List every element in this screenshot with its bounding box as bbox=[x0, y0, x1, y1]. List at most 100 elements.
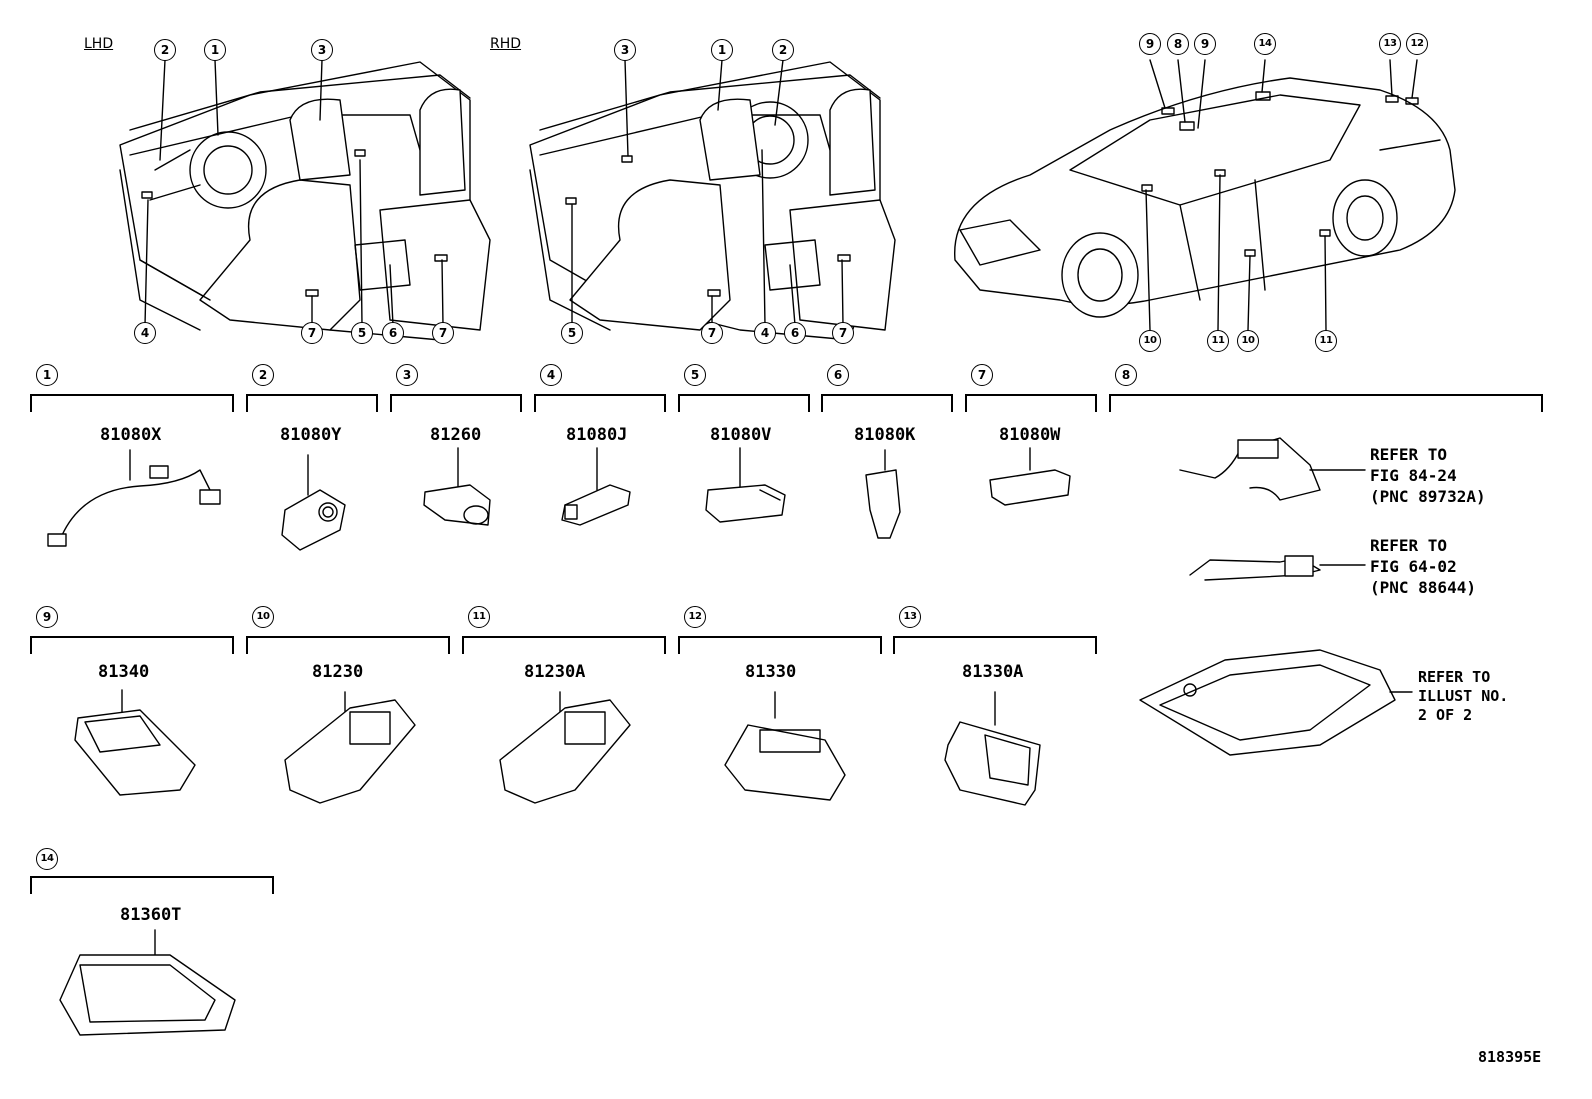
part-number[interactable]: 81080Y bbox=[280, 425, 342, 445]
part-number[interactable]: 81340 bbox=[98, 662, 150, 682]
section-number: 4 bbox=[540, 364, 562, 386]
section-number: 10 bbox=[252, 606, 274, 628]
callout-car[interactable]: 8 bbox=[1167, 33, 1189, 55]
ref-line: FIG 84-24 bbox=[1370, 466, 1457, 485]
section-number: 13 bbox=[899, 606, 921, 628]
callout-lhd[interactable]: 3 bbox=[311, 39, 333, 61]
callout-car[interactable]: 9 bbox=[1139, 33, 1161, 55]
part-81360T-drawing bbox=[59, 929, 236, 1036]
ref-line: REFER TO bbox=[1418, 668, 1491, 686]
callout-rhd[interactable]: 4 bbox=[754, 322, 776, 344]
section-bracket bbox=[30, 876, 274, 894]
part-number[interactable]: 81080J bbox=[566, 425, 628, 445]
section-bracket bbox=[390, 394, 522, 412]
callout-car[interactable]: 11 bbox=[1207, 330, 1229, 352]
part-81080J-drawing bbox=[561, 447, 631, 526]
part-number[interactable]: 81330A bbox=[962, 662, 1024, 682]
ref-line: (PNC 89732A) bbox=[1370, 487, 1486, 506]
callout-lhd[interactable]: 7 bbox=[432, 322, 454, 344]
section-bracket bbox=[30, 394, 234, 412]
section-bracket bbox=[246, 394, 378, 412]
part-number[interactable]: 81230 bbox=[312, 662, 364, 682]
ref-line: ILLUST NO. bbox=[1418, 687, 1509, 705]
callout-rhd[interactable]: 7 bbox=[701, 322, 723, 344]
part-number[interactable]: 81080V bbox=[710, 425, 772, 445]
part-81080K-drawing bbox=[865, 449, 901, 539]
lhd-interior-drawing bbox=[119, 61, 491, 341]
ref-line: REFER TO bbox=[1370, 536, 1448, 555]
callout-car[interactable]: 12 bbox=[1406, 33, 1428, 55]
ref-line: FIG 64-02 bbox=[1370, 557, 1457, 576]
callout-lhd[interactable]: 4 bbox=[134, 322, 156, 344]
reference-note[interactable]: REFER TO FIG 64-02 (PNC 88644) bbox=[1370, 535, 1476, 598]
part-8-drawings bbox=[1139, 437, 1413, 756]
section-number: 2 bbox=[252, 364, 274, 386]
part-81230A-drawing bbox=[499, 691, 631, 804]
callout-lhd[interactable]: 1 bbox=[204, 39, 226, 61]
callout-car[interactable]: 11 bbox=[1315, 330, 1337, 352]
section-number: 5 bbox=[684, 364, 706, 386]
part-81080X-drawing bbox=[47, 449, 221, 547]
section-bracket bbox=[965, 394, 1097, 412]
callout-lhd[interactable]: 5 bbox=[351, 322, 373, 344]
part-number[interactable]: 81260 bbox=[430, 425, 482, 445]
callout-rhd[interactable]: 1 bbox=[711, 39, 733, 61]
callout-car[interactable]: 10 bbox=[1139, 330, 1161, 352]
callout-rhd[interactable]: 3 bbox=[614, 39, 636, 61]
callout-car[interactable]: 9 bbox=[1194, 33, 1216, 55]
section-bracket bbox=[534, 394, 666, 412]
part-81260-drawing bbox=[423, 447, 491, 526]
callout-car[interactable]: 13 bbox=[1379, 33, 1401, 55]
section-number: 14 bbox=[36, 848, 58, 870]
part-number[interactable]: 81330 bbox=[745, 662, 797, 682]
section-number: 6 bbox=[827, 364, 849, 386]
callout-rhd[interactable]: 7 bbox=[832, 322, 854, 344]
part-number[interactable]: 81080W bbox=[999, 425, 1061, 445]
section-number: 3 bbox=[396, 364, 418, 386]
callout-car[interactable]: 10 bbox=[1237, 330, 1259, 352]
part-number[interactable]: 81360T bbox=[120, 905, 182, 925]
section-bracket bbox=[30, 636, 234, 654]
part-81080V-drawing bbox=[705, 447, 786, 523]
part-81330A-drawing bbox=[944, 691, 1041, 806]
ref-line: 2 OF 2 bbox=[1418, 706, 1473, 724]
section-bracket bbox=[893, 636, 1097, 654]
callout-car[interactable]: 14 bbox=[1254, 33, 1276, 55]
section-bracket bbox=[678, 636, 882, 654]
section-bracket bbox=[821, 394, 953, 412]
section-bracket bbox=[678, 394, 810, 412]
section-number: 1 bbox=[36, 364, 58, 386]
part-81330-drawing bbox=[724, 691, 846, 801]
part-number[interactable]: 81080K bbox=[854, 425, 916, 445]
section-bracket bbox=[1109, 394, 1543, 412]
callout-rhd[interactable]: 2 bbox=[772, 39, 794, 61]
reference-note[interactable]: REFER TO FIG 84-24 (PNC 89732A) bbox=[1370, 444, 1486, 507]
reference-note[interactable]: REFER TO ILLUST NO. 2 OF 2 bbox=[1418, 668, 1508, 725]
ref-line: REFER TO bbox=[1370, 445, 1448, 464]
part-number[interactable]: 81230A bbox=[524, 662, 586, 682]
part-number[interactable]: 81080X bbox=[100, 425, 162, 445]
section-number: 12 bbox=[684, 606, 706, 628]
section-bracket bbox=[462, 636, 666, 654]
section-bracket bbox=[246, 636, 450, 654]
callout-lhd[interactable]: 7 bbox=[301, 322, 323, 344]
car-exterior-drawing bbox=[954, 77, 1456, 318]
part-81080W-drawing bbox=[989, 447, 1071, 506]
diagram-id: 818395E bbox=[1478, 1048, 1542, 1066]
section-number: 8 bbox=[1115, 364, 1137, 386]
part-81080Y-drawing bbox=[281, 454, 346, 551]
callout-leaders bbox=[144, 59, 1418, 331]
callout-lhd[interactable]: 6 bbox=[382, 322, 404, 344]
callout-lhd[interactable]: 2 bbox=[154, 39, 176, 61]
section-number: 11 bbox=[468, 606, 490, 628]
ref-line: (PNC 88644) bbox=[1370, 578, 1476, 597]
rhd-label: RHD bbox=[490, 36, 522, 52]
callout-rhd[interactable]: 5 bbox=[561, 322, 583, 344]
part-81340-drawing bbox=[74, 689, 196, 796]
section-number: 9 bbox=[36, 606, 58, 628]
section-number: 7 bbox=[971, 364, 993, 386]
part-81230-drawing bbox=[284, 691, 416, 804]
callout-rhd[interactable]: 6 bbox=[784, 322, 806, 344]
lhd-label: LHD bbox=[84, 36, 114, 52]
